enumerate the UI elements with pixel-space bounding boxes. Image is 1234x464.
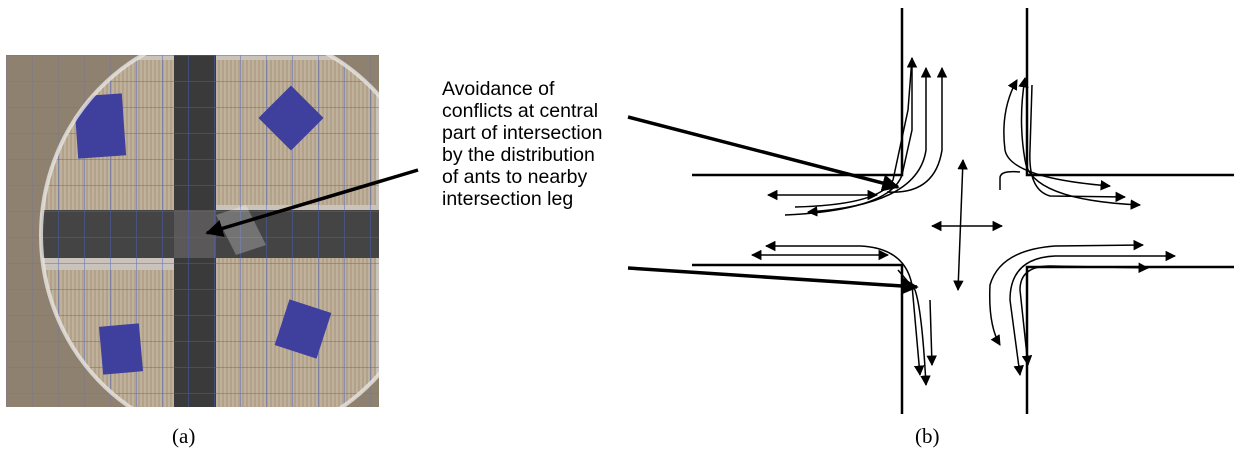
intersection-photo-drawing xyxy=(6,55,379,407)
pointer-arrow-photo xyxy=(205,168,419,237)
annotation-text: Avoidance of conflicts at central part o… xyxy=(442,78,603,210)
ant-trajectories xyxy=(750,56,1177,387)
intersection-photo xyxy=(6,55,379,407)
intersection-outline xyxy=(692,8,1234,414)
caption-a: (a) xyxy=(172,424,196,448)
caption-b: (b) xyxy=(915,424,940,448)
pointer-arrow-upper-leg xyxy=(627,115,900,192)
pointer-arrow-lower-leg xyxy=(627,266,919,295)
